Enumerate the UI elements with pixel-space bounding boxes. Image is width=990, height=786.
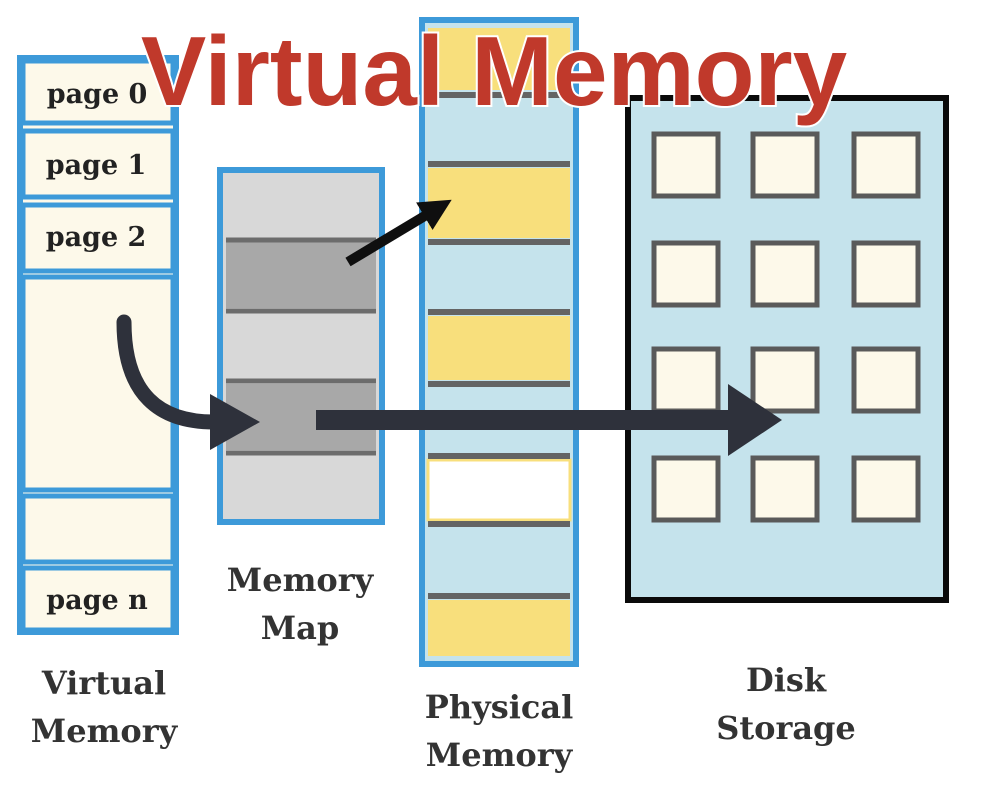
disk-block	[851, 131, 921, 199]
physical-frame-used	[428, 600, 570, 656]
map-to-physical-arrow	[345, 199, 452, 267]
physical-frame-used	[428, 316, 570, 380]
virtual-memory-label-line2: Memory	[31, 712, 179, 750]
map-entry	[226, 176, 376, 238]
physical-frame-used	[428, 168, 570, 238]
virtual-page-1-slot	[20, 128, 176, 200]
virtual-slot	[20, 493, 176, 565]
map-dividers	[226, 237, 376, 456]
map-entry-active	[226, 242, 376, 308]
page-1-label: page 1	[46, 150, 147, 181]
disk-block	[750, 240, 820, 308]
virtual-page-0-slot	[20, 58, 176, 126]
virtual-page-n-slot	[20, 565, 176, 633]
disk-storage-label-line1: Disk	[746, 661, 827, 699]
page-n-label: page n	[46, 585, 148, 616]
disk-storage	[625, 95, 949, 603]
physical-frame-free	[426, 458, 572, 522]
disk-block	[651, 455, 721, 523]
disk-block	[750, 455, 820, 523]
map-entry	[226, 456, 376, 516]
curved-arrow-shaft	[116, 314, 222, 430]
physical-memory-label-line1: Physical	[425, 688, 573, 726]
memory-map-label-line1: Memory	[227, 561, 375, 599]
disk-block	[651, 346, 721, 414]
disk-block	[851, 346, 921, 414]
virtual-page-2-slot	[20, 202, 176, 274]
page-0-label: page 0	[47, 79, 148, 110]
long-arrow-head	[728, 384, 782, 456]
memory-map-label-line2: Map	[261, 609, 340, 647]
disk-block	[750, 346, 820, 414]
diagram-title: Virtual Memory	[141, 16, 847, 126]
disk-block	[651, 240, 721, 308]
disk-block	[851, 240, 921, 308]
page-2-label: page 2	[46, 222, 147, 253]
disk-block	[750, 131, 820, 199]
disk-block	[651, 131, 721, 199]
disk-storage-label-line2: Storage	[716, 709, 856, 747]
long-arrow-shaft	[316, 410, 736, 430]
physical-frame-used	[428, 28, 570, 90]
curved-arrow-head	[210, 394, 260, 450]
physical-memory-label-line2: Memory	[426, 736, 574, 774]
memory-map-column	[217, 167, 385, 525]
virtual-memory-label-line1: Virtual	[41, 664, 166, 702]
physical-dividers	[428, 92, 570, 599]
disk-blocks	[651, 131, 921, 523]
virtual-empty-slot	[20, 274, 176, 493]
virtual-memory-column: page 0 page 1 page 2 page n	[17, 55, 179, 635]
map-entry	[226, 314, 376, 378]
disk-block	[851, 455, 921, 523]
